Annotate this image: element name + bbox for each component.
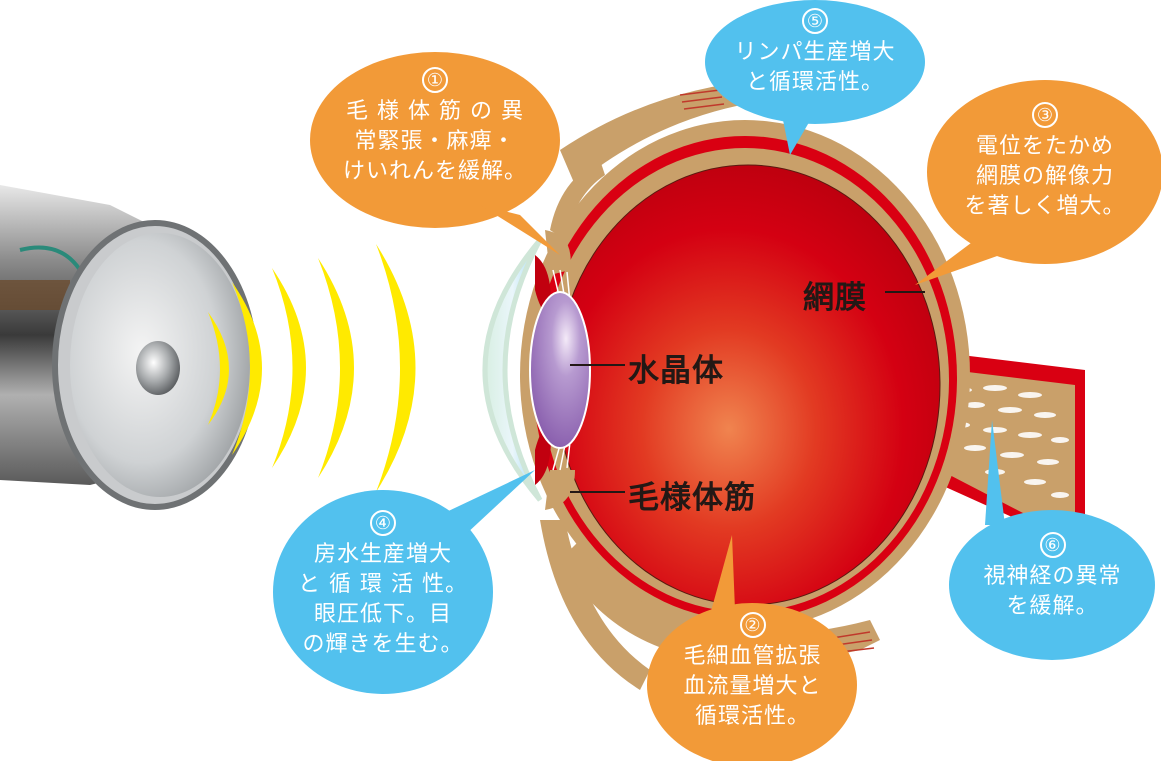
callout-5-text: ⑤ リンパ生産増大 と循環活性。 (705, 6, 925, 98)
callout-3-number: ③ (1032, 102, 1058, 128)
ultrasonic-waves (208, 244, 416, 492)
callout-bubble-1 (310, 52, 560, 255)
eye-cross-section (482, 80, 1085, 690)
callout-bubble-2 (647, 535, 857, 761)
label-lens: 水晶体 (628, 353, 724, 389)
callout-bubble-4 (273, 470, 535, 694)
callout-6-text: ⑥ 視神経の異常 を緩解。 (945, 530, 1160, 622)
callout-6-number: ⑥ (1039, 532, 1066, 558)
label-retina: 網膜 (803, 280, 867, 316)
callout-2-text: ② 毛細血管拡張 血流量増大と 循環活性。 (645, 610, 860, 732)
callout-4-text: ④ 房水生産増大 と 循 環 活 性。 眼圧低下。目 の輝きを生む。 (273, 508, 493, 660)
label-ciliary-muscle: 毛様体筋 (628, 480, 756, 516)
callout-3-text: ③ 電位をたかめ 網膜の解像力 を著しく増大。 (935, 100, 1155, 222)
callout-5-number: ⑤ (802, 8, 828, 34)
callout-4-number: ④ (370, 510, 396, 536)
callout-1-text: ① 毛 様 体 筋 の 異 常緊張・麻痺・ けいれんを緩解。 (325, 65, 545, 187)
callout-bubble-5 (705, 0, 925, 155)
callout-2-number: ② (739, 612, 766, 638)
ultrasound-device-icon (0, 185, 258, 510)
callout-bubble-3 (915, 80, 1161, 285)
callout-1-number: ① (422, 67, 448, 93)
callout-bubble-6 (949, 420, 1155, 660)
